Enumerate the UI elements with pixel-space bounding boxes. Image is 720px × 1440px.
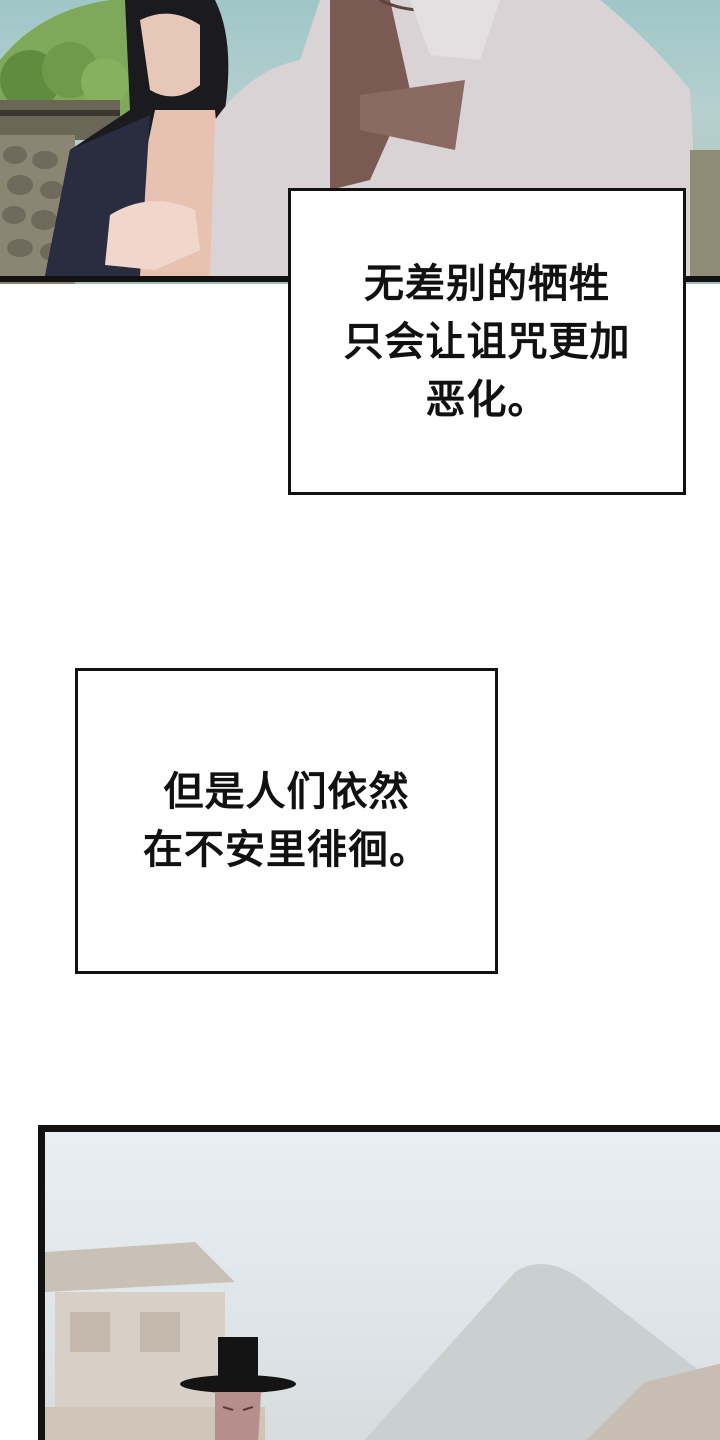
hill-right (587, 1363, 720, 1440)
building-window (140, 1312, 180, 1352)
narration-box: 无差别的牺牲 只会让诅咒更加 恶化。 (288, 188, 686, 495)
man-ribbon (360, 80, 465, 150)
narration-box: 但是人们依然 在不安里徘徊。 (75, 668, 498, 974)
tree-foliage (81, 58, 129, 106)
narration-text-line: 无差别的牺牲 (364, 260, 610, 307)
gat-hat-brim (180, 1375, 296, 1393)
man-face (215, 1392, 261, 1440)
building-roof (45, 1242, 235, 1292)
building-window (70, 1312, 110, 1352)
comic-panel-bottom (38, 1125, 720, 1440)
stone-wall-stones (2, 146, 64, 261)
character-hand (105, 201, 200, 270)
man-eyebrows (222, 1406, 254, 1411)
panel-bottom-illustration (45, 1242, 720, 1440)
narration-text-line: 但是人们依然 (163, 769, 410, 815)
man-neck (410, 0, 500, 60)
background-wall (690, 150, 720, 280)
narration-text-line: 在不安里徘徊。 (143, 827, 430, 873)
gat-hat-crown (218, 1337, 258, 1382)
narration-text-line: 恶化。 (425, 376, 549, 423)
village-roofline (0, 110, 120, 116)
character-face (140, 13, 200, 97)
narration-text-line: 只会让诅咒更加 (343, 318, 631, 365)
